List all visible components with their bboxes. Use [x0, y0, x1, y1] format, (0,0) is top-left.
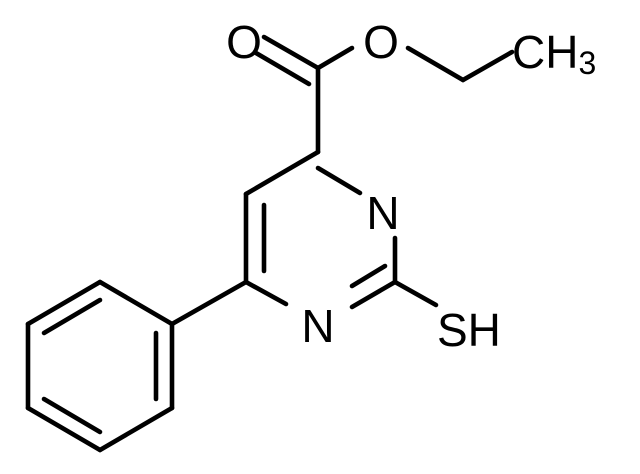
atom-ester-oxygen: O [363, 16, 399, 68]
bond-ch2-ch3 [460, 49, 515, 83]
atom-nitrogen-lower: N [301, 300, 334, 352]
bonds [25, 34, 515, 453]
bond-ph-4 [25, 405, 103, 453]
bond-ph-1 [97, 279, 175, 327]
bond-oester-ch2 [405, 45, 466, 83]
bond-c2-n1-double [349, 263, 388, 289]
bond-c2-s [392, 279, 439, 308]
bond-ph-5 [97, 405, 175, 453]
bond-ph-2 [25, 279, 103, 327]
atom-labels: O O CH3 N N SH [226, 16, 596, 356]
atom-nitrogen-upper: N [366, 187, 399, 239]
bond-c6-phenyl [169, 279, 249, 327]
bond-ph-inner-2 [41, 396, 103, 435]
bond-carbonyl-double-b [253, 50, 312, 87]
atom-carbonyl-oxygen: O [226, 16, 262, 68]
atom-methyl-main: CH [512, 26, 578, 78]
bond-n1-c6 [243, 279, 289, 307]
bond-carbonyl-double-a [261, 34, 321, 71]
bond-ph-inner-1 [41, 297, 103, 336]
bond-c4-n3 [315, 165, 363, 196]
bond-ccarbonyl-oester [315, 45, 355, 71]
atom-thiol: SH [437, 304, 501, 356]
bond-c5-c4 [243, 149, 321, 197]
atom-methyl-subscript: 3 [578, 45, 596, 81]
atom-methyl-group: CH3 [512, 26, 596, 81]
bond-c2-n1 [349, 279, 398, 310]
